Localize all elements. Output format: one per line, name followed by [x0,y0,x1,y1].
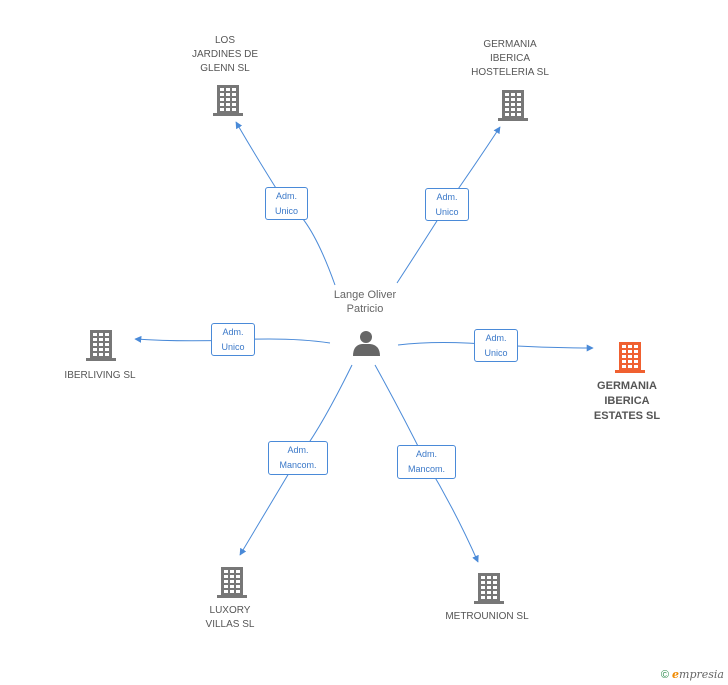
edge-label-line: Mancom. [279,460,317,470]
node-label-line: ESTATES SL [593,410,661,422]
person-name-line2: Patricio [346,303,384,315]
building-icon-iberliving[interactable] [86,330,116,361]
node-label-estates[interactable]: GERMANIA IBERICA ESTATES SL [577,379,677,424]
node-label-line: IBERICA [604,395,650,407]
node-label-line: JARDINES DE [191,49,259,60]
edge-label-hosteleria: Adm. Unico [425,188,469,221]
brand-logo-e: e [672,668,680,681]
building-icon-hosteleria[interactable] [498,90,528,121]
edge-label-line: Unico [274,206,298,216]
edge-label-jardines: Adm. Unico [265,187,308,220]
edge-label-line: Adm. [415,449,437,459]
node-label-jardines[interactable]: LOS JARDINES DE GLENN SL [175,34,275,76]
node-label-line: METROUNION SL [445,611,529,622]
node-label-line: LUXORY [209,605,251,616]
node-label-line: VILLAS SL [205,619,255,630]
node-label-metrounion[interactable]: METROUNION SL [432,610,542,624]
brand-logo: empresia [672,668,724,681]
person-name[interactable]: Lange Oliver Patricio [305,288,425,316]
edge-label-luxory: Adm. Mancom. [268,441,328,475]
edge-label-metrounion: Adm. Mancom. [397,445,456,479]
copyright-icon: © [660,669,669,681]
edge-label-line: Adm. [485,333,507,343]
edge-label-line: Mancom. [407,464,445,474]
node-label-line: IBERICA [489,53,530,64]
person-icon[interactable] [353,331,380,356]
person-name-line1: Lange Oliver [333,289,397,301]
building-icon-luxory[interactable] [217,567,247,598]
node-label-line: IBERLIVING SL [64,370,136,381]
edge-label-line: Unico [484,348,508,358]
edge-label-line: Unico [435,207,459,217]
node-label-line: GERMANIA [483,39,537,50]
edge-label-iberliving: Adm. Unico [211,323,255,356]
edge-label-line: Adm. [287,445,309,455]
building-icon-estates[interactable] [615,342,645,373]
node-label-line: LOS [214,35,235,46]
edge-label-line: Adm. [436,192,458,202]
edge-label-estates: Adm. Unico [474,329,518,362]
building-icon-metrounion[interactable] [474,573,504,604]
building-icon-jardines[interactable] [213,85,243,116]
node-label-hosteleria[interactable]: GERMANIA IBERICA HOSTELERIA SL [455,38,565,80]
node-label-iberliving[interactable]: IBERLIVING SL [45,369,155,383]
brand-logo-rest: mpresia [679,668,724,681]
node-label-luxory[interactable]: LUXORY VILLAS SL [180,604,280,632]
node-label-line: GERMANIA [597,380,657,392]
edge-label-line: Adm. [275,191,297,201]
node-label-line: HOSTELERIA SL [471,67,549,78]
node-label-line: GLENN SL [200,63,250,74]
footer-brand[interactable]: © empresia [661,668,724,681]
edge-label-line: Unico [221,342,245,352]
edge-label-line: Adm. [222,327,244,337]
